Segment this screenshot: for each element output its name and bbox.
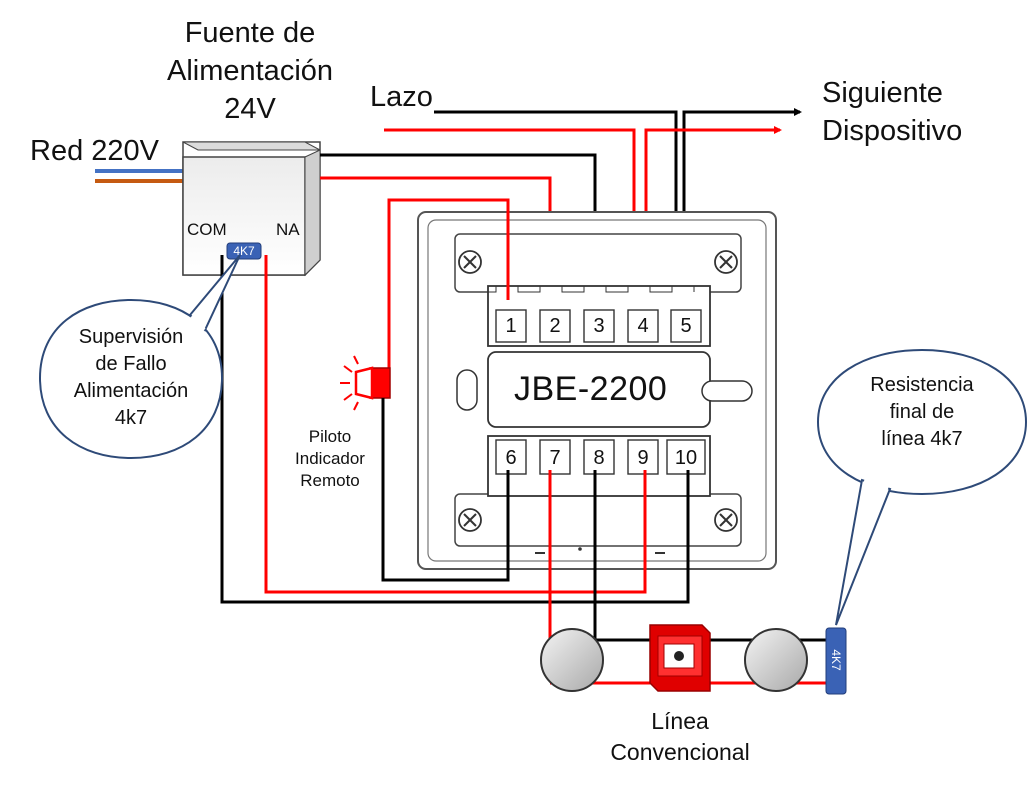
supply-resistor xyxy=(226,242,262,260)
smoke-detector-icon xyxy=(744,628,808,692)
terminal-2: 2 xyxy=(549,315,561,337)
com-label: COM xyxy=(187,220,227,239)
power-supply-box xyxy=(182,141,321,277)
power-supply-title-line2: Alimentación xyxy=(166,55,334,87)
manual-call-point-icon xyxy=(649,624,711,692)
next-device-line2: Dispositivo xyxy=(822,115,963,147)
supervision-line1: Supervisión xyxy=(78,326,184,348)
power-supply-title-line3: 24V xyxy=(224,93,276,125)
terminal-7: 7 xyxy=(549,447,561,469)
terminal-8: 8 xyxy=(593,447,605,469)
remote-indicator-line3: Remoto xyxy=(300,471,360,490)
terminal-9: 9 xyxy=(637,447,649,469)
screw-icon xyxy=(714,508,738,532)
module-model: JBE-2200 xyxy=(514,370,668,408)
next-device-label: Siguiente Dispositivo xyxy=(822,74,962,150)
eol-line1: Resistencia xyxy=(870,374,974,396)
terminal-1: 1 xyxy=(505,315,517,337)
supervision-line4: 4k7 xyxy=(114,407,148,429)
power-supply-title-line1: Fuente de xyxy=(184,17,316,49)
supply-resistor-label: 4K7 xyxy=(233,244,255,258)
mains-label: Red 220V xyxy=(30,135,159,167)
terminal-5: 5 xyxy=(680,315,692,337)
remote-indicator-label: Piloto Indicador Remoto xyxy=(280,426,380,492)
supervision-line3: Alimentación xyxy=(73,380,189,402)
remote-indicator-line1: Piloto xyxy=(308,427,352,446)
screw-icon xyxy=(714,250,738,274)
terminal-10: 10 xyxy=(674,447,698,469)
eol-line2: final de xyxy=(889,401,955,423)
top-terminal-leads xyxy=(387,198,510,380)
conventional-line1: Línea xyxy=(651,708,709,734)
eol-resistor xyxy=(825,627,847,695)
eol-bubble-text: Resistencia final de línea 4k7 xyxy=(818,372,1026,453)
terminal-3: 3 xyxy=(593,315,605,337)
conventional-line-label: Línea Convencional xyxy=(580,706,780,768)
supervision-bubble xyxy=(38,254,241,460)
smoke-detector-icon xyxy=(540,628,604,692)
screw-icon xyxy=(458,508,482,532)
eol-line3: línea 4k7 xyxy=(881,428,963,450)
next-device-line1: Siguiente xyxy=(822,77,943,109)
supervision-bubble-text: Supervisión de Fallo Alimentación 4k7 xyxy=(40,324,222,432)
supervision-line2: de Fallo xyxy=(95,353,167,375)
terminal-4: 4 xyxy=(637,315,649,337)
eol-bubble xyxy=(816,348,1027,626)
screw-icon xyxy=(458,250,482,274)
conventional-line2: Convencional xyxy=(610,739,750,765)
power-supply-title: Fuente de Alimentación 24V xyxy=(140,14,360,128)
remote-indicator-led xyxy=(340,355,391,411)
loop-label: Lazo xyxy=(370,81,433,113)
na-label: NA xyxy=(276,220,300,239)
remote-indicator-line2: Indicador xyxy=(295,449,365,468)
terminal-6: 6 xyxy=(505,447,517,469)
eol-resistor-label: 4K7 xyxy=(829,649,843,671)
bottom-wires xyxy=(220,255,690,640)
